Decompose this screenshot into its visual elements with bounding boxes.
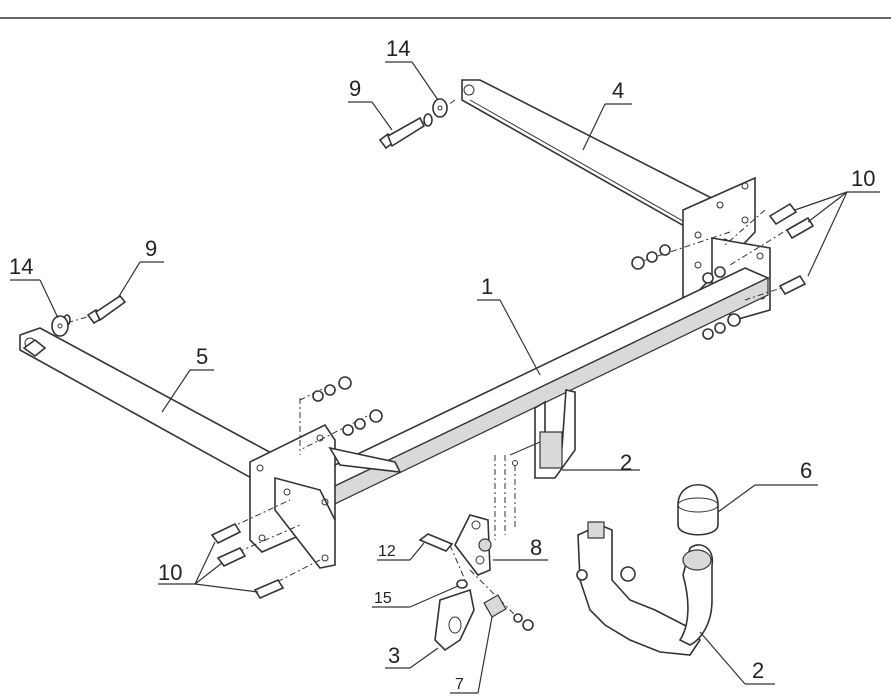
spring-part-7 [483, 594, 534, 631]
callout-12: 12 [378, 543, 396, 560]
hitch-socket-bracket [509, 389, 576, 479]
lock-plate-part-3 [434, 588, 475, 652]
callout-10-left: 10 [158, 560, 182, 585]
bolt-part-12 [418, 533, 454, 552]
callout-8: 8 [530, 535, 542, 560]
bolts-part-10-right [768, 202, 815, 296]
fastener-set-right [631, 244, 741, 340]
assembly-axis-lines [59, 99, 796, 621]
callout-7: 7 [455, 676, 464, 693]
callout-4: 4 [612, 78, 624, 103]
callout-1: 1 [481, 274, 493, 299]
leader-lines [10, 61, 880, 694]
callout-9-left: 9 [145, 236, 157, 261]
fastener-set-left [51, 294, 127, 337]
bolts-part-10-left [210, 522, 285, 600]
callout-2-upper: 2 [620, 450, 632, 475]
callout-5: 5 [196, 344, 208, 369]
arm-left-part-5 [19, 327, 276, 481]
callout-10-right: 10 [851, 166, 875, 191]
fastener-set-top [378, 98, 448, 150]
socket-plate-part-8 [454, 514, 492, 576]
callout-3: 3 [388, 643, 400, 668]
callout-15: 15 [374, 590, 392, 607]
ball-cap-part-6 [677, 483, 719, 536]
callout-9-top: 9 [349, 76, 361, 101]
ball-neck-part-2 [576, 521, 714, 656]
fastener-set-upper-left [312, 376, 383, 436]
callout-14-left: 14 [9, 254, 33, 279]
callout-14-top: 14 [386, 36, 410, 61]
washer-part-15 [456, 579, 468, 589]
callout-6: 6 [800, 458, 812, 483]
callout-2-lower: 2 [752, 658, 764, 683]
